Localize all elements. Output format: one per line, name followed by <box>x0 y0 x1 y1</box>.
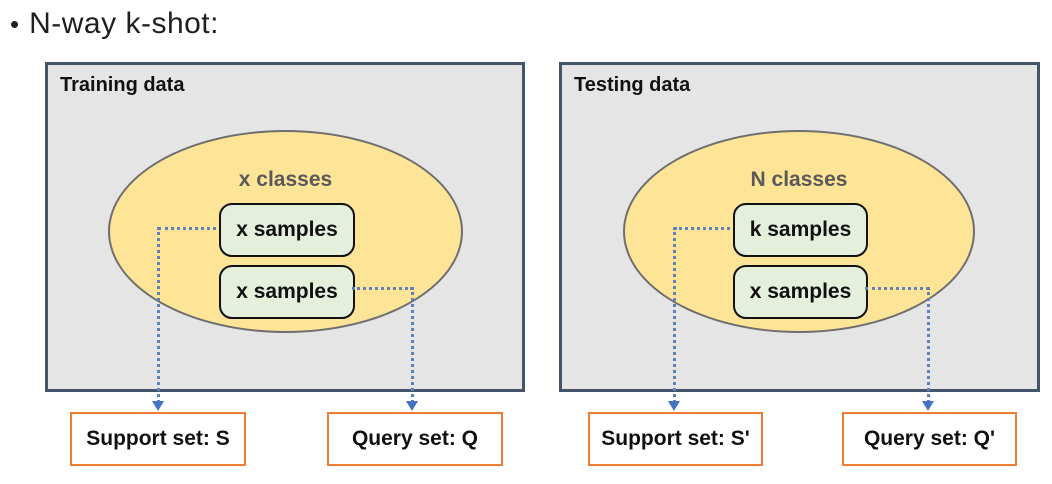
training-panel-label: Training data <box>60 74 185 96</box>
training-support-connector-horizontal <box>158 227 216 230</box>
testing-data-panel: Testing data N classes k samples x sampl… <box>559 62 1040 392</box>
arrow-down-icon <box>406 401 418 411</box>
testing-support-connector-vertical <box>673 227 676 403</box>
training-support-connector-vertical <box>157 227 160 403</box>
testing-support-connector-horizontal <box>674 227 730 230</box>
training-query-set-box: Query set: Q <box>327 412 503 466</box>
arrow-down-icon <box>668 401 680 411</box>
bullet-icon: • <box>10 9 20 39</box>
testing-support-set-box: Support set: S' <box>588 412 763 466</box>
slide-title-text: N-way k-shot: <box>29 7 219 40</box>
testing-panel-label: Testing data <box>574 74 691 96</box>
testing-query-samples-box: x samples <box>733 265 868 319</box>
training-support-set-box: Support set: S <box>70 412 246 466</box>
testing-classes-label: N classes <box>750 168 848 191</box>
training-query-connector-vertical <box>411 287 414 403</box>
training-support-samples-box: x samples <box>219 203 355 257</box>
arrow-down-icon <box>922 401 934 411</box>
training-query-connector-horizontal <box>352 287 413 290</box>
arrow-down-icon <box>152 401 164 411</box>
testing-query-set-box: Query set: Q' <box>842 412 1017 466</box>
training-query-samples-box: x samples <box>219 265 355 319</box>
training-classes-label: x classes <box>238 168 333 191</box>
testing-support-samples-box: k samples <box>733 203 868 257</box>
testing-query-connector-horizontal <box>865 287 929 290</box>
testing-query-connector-vertical <box>927 287 930 403</box>
slide-title: • N-way k-shot: <box>10 4 219 44</box>
training-data-panel: Training data x classes x samples x samp… <box>45 62 525 392</box>
